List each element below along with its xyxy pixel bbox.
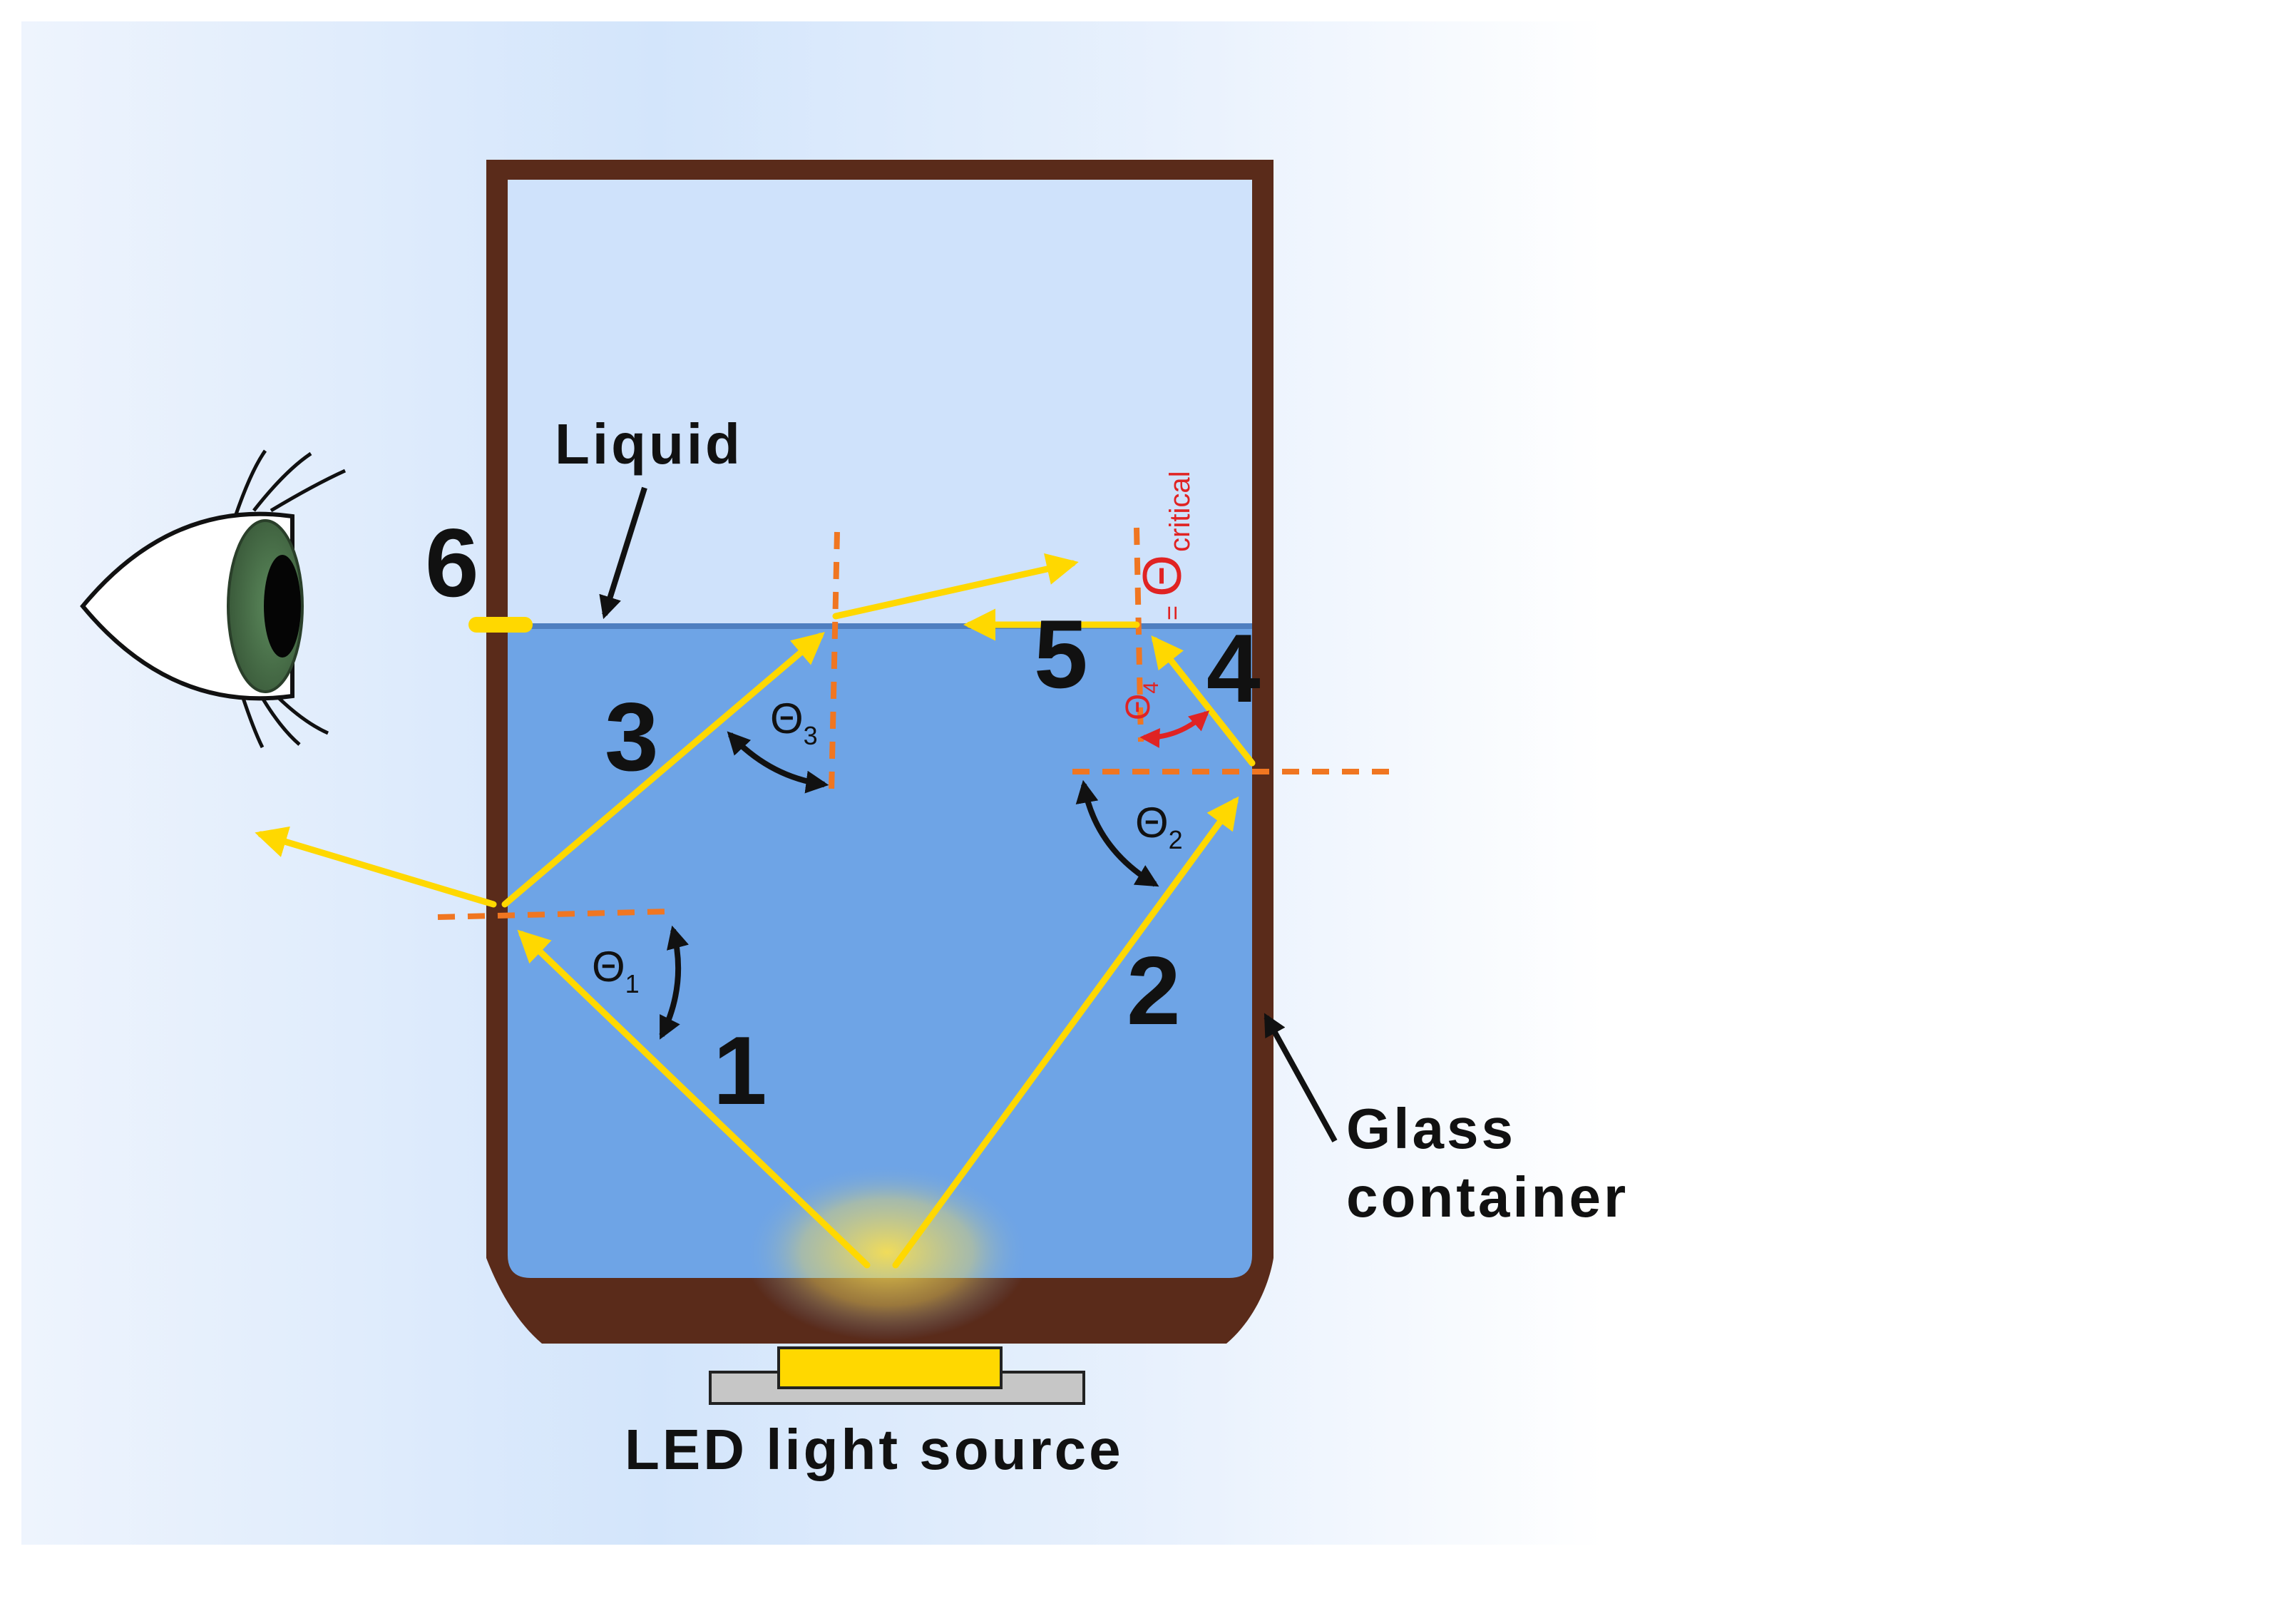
angle-4-symbol: Θ [1119, 694, 1157, 720]
ray-number-2: 2 [1127, 936, 1181, 1045]
ray-1 [517, 929, 871, 1269]
normal-lines [437, 527, 1398, 920]
angle-3-sub: 3 [804, 721, 818, 750]
angle-2-symbol: Θ [1135, 799, 1169, 847]
angle-arc-2 [1075, 779, 1159, 887]
angle-2-sub: 2 [1169, 825, 1183, 854]
glass-container-label-line2: container [1346, 1165, 1629, 1229]
angle-label-1: Θ1 [592, 943, 640, 998]
liquid-region [508, 626, 1252, 1278]
light-glow [744, 1164, 1030, 1341]
air-region [508, 180, 1252, 626]
eye-icon [80, 449, 347, 749]
ray-number-1: 1 [713, 1016, 767, 1125]
liquid-pointer-arrow [599, 486, 647, 620]
ray-number-3: 3 [605, 682, 659, 791]
angle-arc-1 [659, 925, 689, 1040]
angle-label-4: Θ4 [1119, 682, 1163, 720]
critical-angle-label: = Θcritical [1132, 471, 1196, 621]
angle-4-sub: 4 [1139, 682, 1163, 694]
normal-1 [437, 909, 671, 920]
ray-number-6: 6 [425, 508, 479, 617]
ray-refracted-left [255, 826, 497, 908]
angle-arc-3 [727, 731, 829, 794]
led-label: LED light source [625, 1418, 1124, 1481]
normal-4 [1134, 527, 1144, 742]
glass-container [486, 160, 1273, 1344]
critical-eq: = [1157, 605, 1187, 620]
ray-4 [1151, 635, 1256, 767]
glass-container-label-line1: Glass [1346, 1097, 1516, 1160]
led-light-source [709, 1346, 1085, 1405]
angle-label-3: Θ3 [770, 695, 818, 750]
ray-number-4: 4 [1206, 614, 1261, 722]
angle-1-symbol: Θ [592, 943, 625, 991]
angle-label-2: Θ2 [1135, 799, 1183, 854]
ray-3 [501, 632, 825, 908]
ray-2 [892, 796, 1239, 1269]
light-rays [255, 553, 1256, 1269]
normal-3 [829, 531, 840, 794]
critical-theta: Θ [1132, 555, 1193, 597]
ray-number-5: 5 [1034, 600, 1088, 708]
angle-3-symbol: Θ [770, 695, 804, 742]
critical-sub: critical [1164, 471, 1196, 552]
glass-pointer-arrow [1264, 1013, 1338, 1142]
ray-refracted-top [832, 553, 1079, 620]
liquid-label: Liquid [555, 412, 743, 476]
angle-arc-4 [1139, 710, 1210, 748]
angle-1-sub: 1 [625, 969, 640, 998]
